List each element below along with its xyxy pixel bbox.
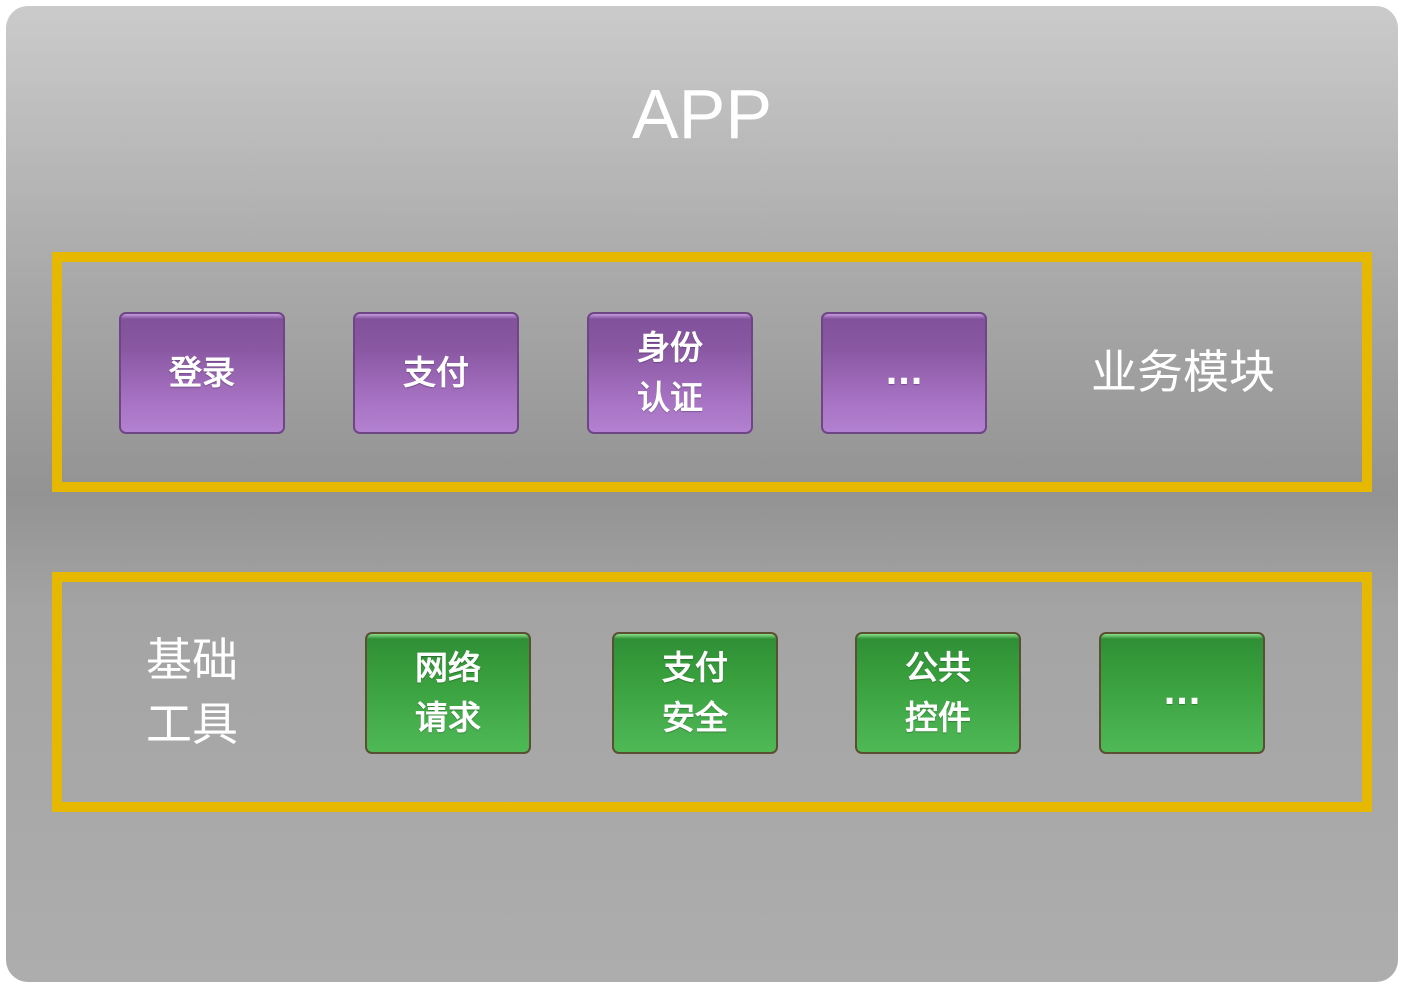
app-title: APP [631, 75, 773, 153]
module-more-business[interactable]: ... [821, 312, 987, 434]
module-more-foundation[interactable]: ... [1099, 632, 1265, 754]
app-canvas: APP 登录 支付 身份 认证 ... 业务模块 基础 工具 网络 请求 支付 … [6, 6, 1398, 982]
foundation-layer-label: 基础 工具 [146, 633, 238, 751]
module-payment-security[interactable]: 支付 安全 [612, 632, 778, 754]
module-common-controls[interactable]: 公共 控件 [855, 632, 1021, 754]
business-layer-frame [52, 252, 1372, 492]
foundation-layer-frame [52, 572, 1372, 812]
module-login[interactable]: 登录 [119, 312, 285, 434]
business-layer-label: 业务模块 [1091, 345, 1275, 399]
module-payment[interactable]: 支付 [353, 312, 519, 434]
module-network-request[interactable]: 网络 请求 [365, 632, 531, 754]
module-identity-auth[interactable]: 身份 认证 [587, 312, 753, 434]
